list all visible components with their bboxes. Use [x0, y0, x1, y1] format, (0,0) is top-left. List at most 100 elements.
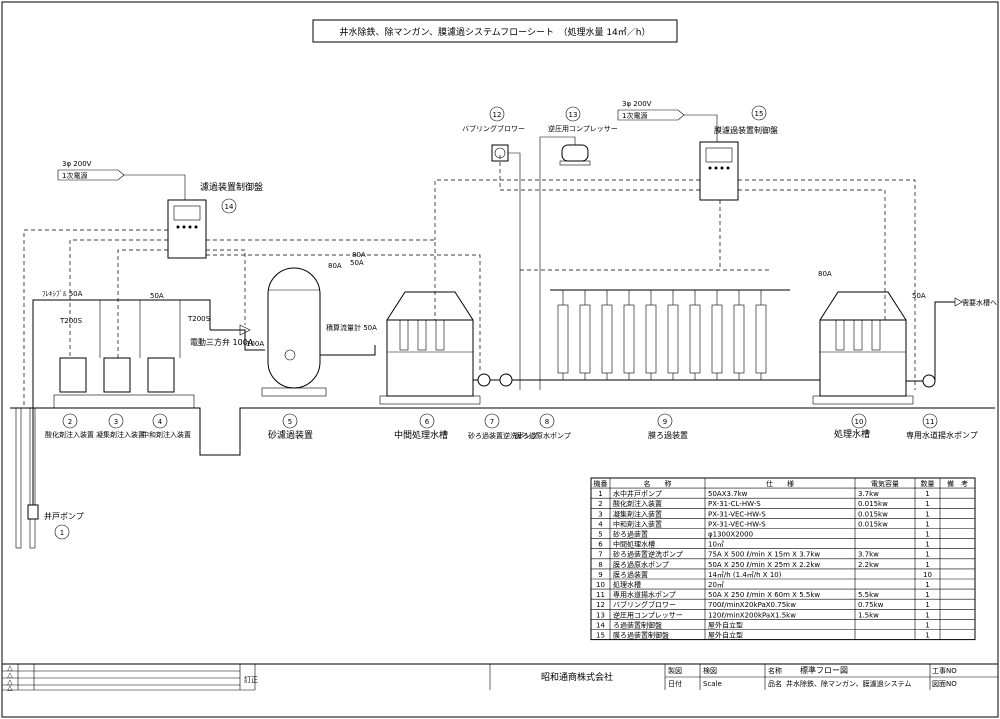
- table-cell: 75A X 500 ℓ/min X 15m X 3.7kw: [708, 551, 820, 559]
- pipe-size: 80A: [328, 262, 342, 270]
- membrane-array: [550, 289, 820, 381]
- revision-mark: △: [7, 684, 13, 692]
- process-name: 専用水道揚水ポンプ: [906, 430, 978, 440]
- table-cell: 1: [925, 510, 929, 518]
- outlet-label: 需要水槽へ: [962, 298, 997, 307]
- table-cell: 4: [598, 520, 603, 528]
- process-name: 砂ろ過装置逆洗ポンプ: [468, 431, 538, 440]
- control-wiring: 80A 80A: [23, 155, 916, 408]
- process-number: 6: [425, 418, 430, 426]
- well-pipe-label: ﾌﾚｷｼﾌﾞﾙ 50A: [42, 290, 83, 298]
- table-cell: 1: [925, 500, 929, 508]
- annotation-t200s: T200S: [59, 317, 83, 325]
- table-cell: 1: [925, 591, 929, 599]
- table-header: 数量: [921, 479, 935, 488]
- pipe-size: 50A: [912, 292, 926, 300]
- company-name: 昭和通商株式会社: [541, 671, 613, 683]
- process-number: 2: [68, 418, 72, 426]
- table-cell: 1: [925, 632, 929, 640]
- table-cell: 12: [596, 601, 605, 609]
- power-voltage: 3φ 200V: [62, 160, 92, 168]
- table-cell: 120ℓ/minX200kPaX1.5kw: [708, 611, 796, 619]
- table-cell: PX-31-VEC-HW-S: [708, 510, 766, 518]
- panel-name: 濾過装置制御盤: [200, 181, 263, 193]
- table-cell: 専用水道揚水ポンプ: [613, 590, 676, 599]
- power-source: 1次電源: [62, 171, 87, 180]
- checked-label: 検図: [703, 666, 717, 675]
- intermediate-tank: 50A: [350, 259, 481, 405]
- table-cell: ろ過装置制御盤: [613, 620, 662, 629]
- table-header: 電気容量: [871, 479, 899, 488]
- table-cell: 1: [925, 551, 929, 559]
- table-cell: 20㎥: [708, 580, 724, 589]
- title-box: [312, 19, 678, 43]
- table-cell: 逆圧用コンプレッサー: [613, 610, 683, 619]
- process-name: 処理水槽: [834, 428, 870, 440]
- item-label: 品名: [768, 679, 782, 688]
- pipe-size: 50A: [150, 292, 164, 300]
- process-number: 4: [158, 418, 163, 426]
- membrane-control-panel: 15 膜濾過装置制御盤: [699, 105, 778, 201]
- table-cell: 膜ろ過原水ポンプ: [613, 560, 669, 569]
- process-number: 10: [855, 418, 864, 426]
- table-cell: 処理水槽: [613, 580, 641, 589]
- equipment-number: 12: [493, 111, 502, 119]
- table-cell: 砂ろ過装置逆洗ポンプ: [613, 550, 683, 559]
- bubbling-blower: 12 バブリングブロワー: [462, 106, 525, 390]
- drawing-no-label: 図面NO: [932, 680, 957, 688]
- process-name: 凝集剤注入装置: [96, 430, 145, 439]
- table-cell: 1: [925, 621, 929, 629]
- table-cell: 5.5kw: [858, 591, 879, 599]
- sand-filter: 積算流量計 50A 80A 100A: [246, 262, 377, 397]
- table-cell: 15: [596, 632, 605, 640]
- compressor: 13 逆圧用コンプレッサー: [539, 106, 618, 390]
- process-number: 11: [926, 418, 935, 426]
- table-cell: 酸化剤注入装置: [613, 499, 662, 508]
- distribution-pump: 需要水槽へ 50A: [906, 292, 997, 388]
- title-block: △ △ △ △ 訂正 昭和通商株式会社 製図 検図 日付 Scale 名称 標準…: [2, 663, 998, 692]
- table-cell: 屋外自立型: [708, 620, 743, 629]
- table-cell: バブリングブロワー: [613, 600, 676, 609]
- item-name: 井水除鉄、除マンガン、膜濾過システム: [786, 679, 911, 688]
- table-header: 備 考: [947, 479, 968, 488]
- table-cell: 14: [596, 621, 605, 629]
- table-cell: 6: [598, 541, 603, 549]
- table-cell: 7: [598, 551, 602, 559]
- power-supply-1: 3φ 200V 1次電源: [57, 160, 186, 200]
- table-cell: 0.015kw: [858, 520, 888, 528]
- power-voltage: 3φ 200V: [622, 100, 652, 108]
- table-cell: 1: [925, 581, 929, 589]
- table-header: 仕 様: [766, 479, 794, 488]
- flowmeter-label: 積算流量計 50A: [326, 323, 377, 332]
- table-cell: 50A X 250 ℓ/min X 25m X 2.2kw: [708, 561, 820, 569]
- process-name: 中間処理水槽: [394, 429, 448, 441]
- table-cell: 2: [598, 500, 602, 508]
- table-header: 名 称: [644, 479, 672, 488]
- process-name: 砂濾過装置: [268, 429, 313, 441]
- table-cell: 砂ろ過装置: [613, 530, 648, 539]
- table-cell: 3.7kw: [858, 490, 879, 498]
- process-name: 膜ろ過原水ポンプ: [515, 431, 571, 440]
- table-cell: 8: [598, 561, 602, 569]
- well-pump-name: 井戸ポンプ: [44, 511, 84, 521]
- power-supply-2: 3φ 200V 1次電源: [617, 100, 718, 142]
- revision-column-label: 訂正: [244, 675, 258, 684]
- panel-number: 15: [755, 110, 764, 118]
- name-label: 名称: [768, 666, 782, 675]
- table-cell: 11: [596, 591, 605, 599]
- table-cell: 3.7kw: [858, 551, 879, 559]
- table-cell: 0.015kw: [858, 510, 888, 518]
- equipment-name: 逆圧用コンプレッサー: [548, 124, 618, 133]
- table-cell: 凝集剤注入装置: [613, 509, 662, 518]
- table-header: 機番: [594, 479, 608, 488]
- chemical-tanks: T200S T200S 50A: [53, 292, 211, 409]
- process-labels: 2 酸化剤注入装置 3 凝集剤注入装置 4 中和剤注入装置 5 砂濾過装置 6 …: [45, 413, 978, 441]
- table-cell: 700ℓ/minX20kPaX0.75kw: [708, 601, 796, 609]
- power-source: 1次電源: [622, 111, 647, 120]
- table-cell: 13: [596, 611, 605, 619]
- table-cell: 中間処理水槽: [613, 540, 655, 549]
- table-cell: 3: [598, 510, 602, 518]
- process-number: 5: [288, 418, 292, 426]
- table-cell: PX-31-CL-HW-S: [708, 500, 761, 508]
